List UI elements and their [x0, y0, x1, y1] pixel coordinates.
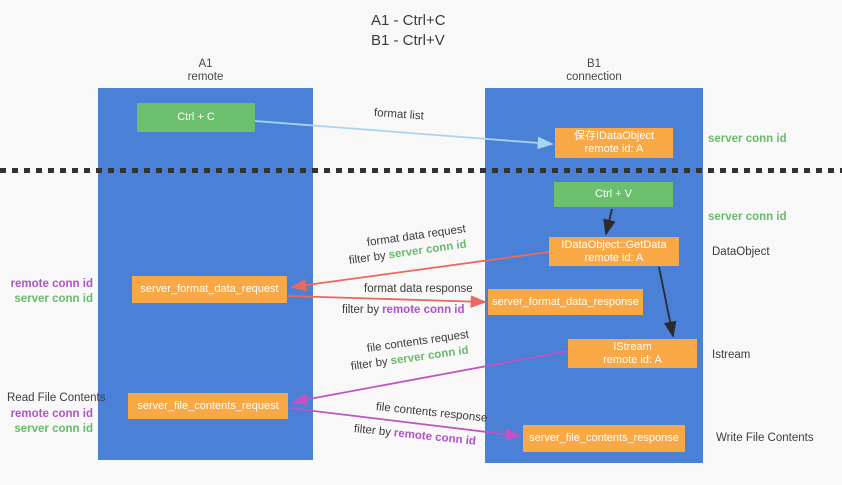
node-server-file-contents-request: server_file_contents_request	[128, 393, 288, 419]
node-server-file-contents-response-label: server_file_contents_response	[529, 432, 679, 444]
lane-header-b1: B1 connection	[485, 58, 703, 84]
lane-a1-role: remote	[187, 71, 224, 83]
node-ctrl-c-label: Ctrl + C	[177, 111, 215, 123]
session-divider	[0, 168, 842, 173]
label-write-file-contents: Write File Contents	[716, 432, 814, 444]
filter-by-text: filter by	[342, 304, 380, 316]
node-save-dataobject: 保存IDataObject remote id: A	[555, 128, 673, 158]
node-ctrl-c: Ctrl + C	[137, 103, 255, 132]
label-server-conn-id-1: server conn id	[14, 293, 93, 305]
label-remote-conn-id-1: remote conn id	[10, 278, 93, 290]
remote-conn-id-text: remote conn id	[393, 427, 477, 448]
filter-by-text: filter by	[350, 355, 389, 373]
node-istream-line2: remote id: A	[603, 353, 662, 366]
node-istream: IStream remote id: A	[568, 339, 697, 368]
lane-b1-role: connection	[566, 71, 622, 83]
title-line-1: A1 - Ctrl+C	[371, 12, 446, 29]
label-read-file-contents: Read File Contents	[7, 392, 106, 404]
node-istream-line1: IStream	[613, 340, 652, 353]
label-server-conn-id-top: server conn id	[708, 133, 787, 145]
node-server-format-data-request: server_format_data_request	[132, 276, 287, 303]
node-server-file-contents-request-label: server_file_contents_request	[137, 399, 279, 412]
label-format-list: format list	[373, 107, 425, 123]
label-server-conn-id-2: server conn id	[14, 423, 93, 435]
node-server-format-data-response: server_format_data_response	[488, 289, 643, 315]
label-left-conn-ids-file: remote conn id server conn id	[3, 407, 93, 437]
lane-b1-name: B1	[586, 58, 602, 70]
diagram-title: A1 - Ctrl+C B1 - Ctrl+V	[371, 11, 446, 51]
node-getdata: IDataObject::GetData remote id: A	[549, 237, 679, 266]
label-istream: Istream	[712, 349, 751, 361]
arrow-format-data-response	[287, 295, 487, 308]
lane-header-a1: A1 remote	[98, 58, 313, 84]
filter-by-text: filter by	[353, 423, 392, 439]
label-format-data-response: format data response	[364, 283, 473, 295]
node-server-format-data-response-label: server_format_data_response	[492, 295, 639, 308]
remote-conn-id-text: remote conn id	[382, 304, 465, 316]
node-save-dataobject-line1: 保存IDataObject	[573, 130, 655, 142]
label-server-conn-id-mid: server conn id	[708, 211, 787, 223]
node-ctrl-v-label: Ctrl + V	[595, 188, 632, 200]
node-getdata-line1: IDataObject::GetData	[561, 238, 667, 251]
label-left-conn-ids-format: remote conn id server conn id	[3, 277, 93, 307]
node-server-format-data-request-label: server_format_data_request	[140, 283, 279, 295]
lane-a1-name: A1	[198, 58, 213, 70]
node-ctrl-v: Ctrl + V	[554, 182, 673, 207]
label-remote-conn-id-2: remote conn id	[10, 408, 93, 420]
title-line-2: B1 - Ctrl+V	[371, 32, 445, 49]
filter-by-text: filter by	[348, 249, 387, 267]
node-save-dataobject-line2: remote id: A	[584, 143, 644, 155]
node-getdata-line2: remote id: A	[584, 251, 644, 264]
label-dataobject: DataObject	[712, 246, 770, 258]
node-server-file-contents-response: server_file_contents_response	[523, 425, 685, 452]
label-file-contents-response: file contents response	[375, 401, 488, 425]
